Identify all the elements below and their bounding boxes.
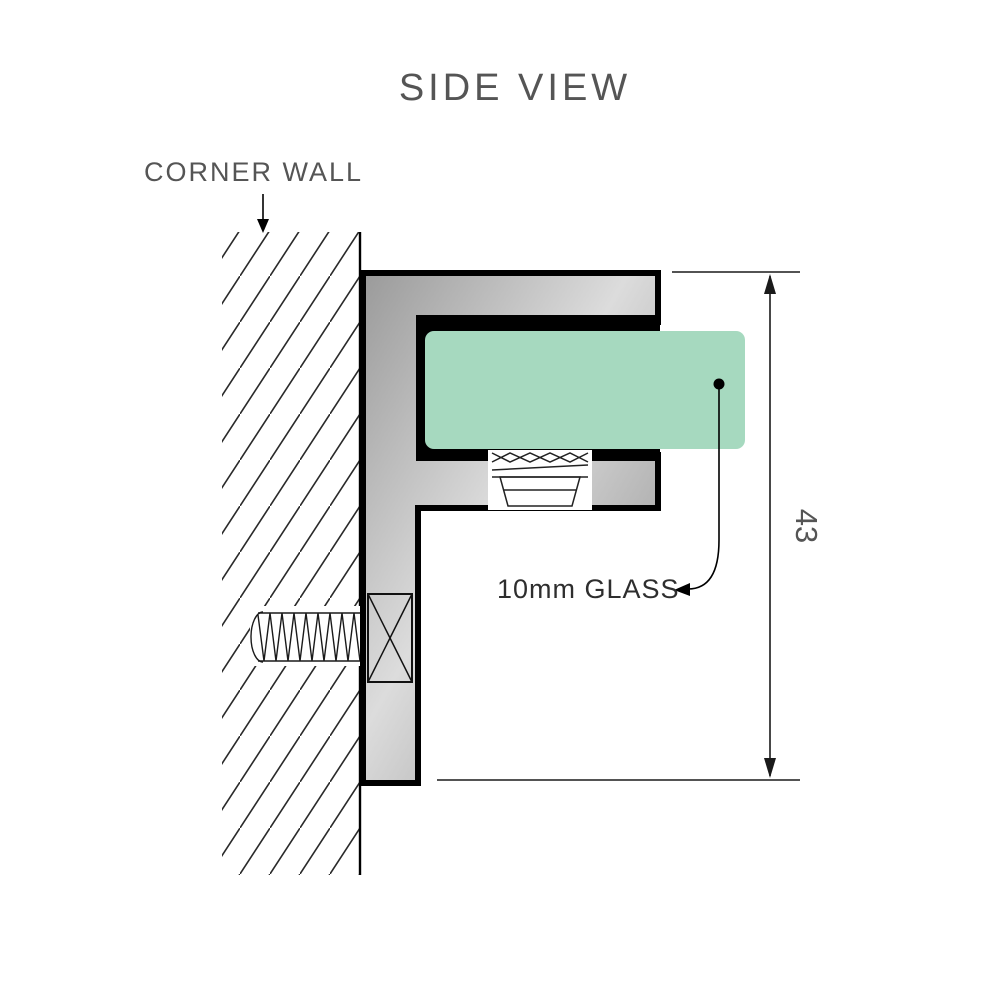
screw-insert-body <box>367 593 413 683</box>
left-arrowhead-icon <box>674 583 690 596</box>
screw-insert-cross-2 <box>367 593 413 683</box>
page-title: SIDE VIEW <box>399 67 631 109</box>
gasket-cup <box>499 476 581 507</box>
glass-label: 10mm GLASS <box>497 574 680 604</box>
gasket <box>491 452 589 507</box>
gasket-spring-line-2 <box>491 452 589 463</box>
screw <box>250 606 368 666</box>
screw-insert <box>367 593 413 683</box>
wall-hatching <box>222 232 360 875</box>
dimension-value: 43 <box>789 509 824 543</box>
glass-panel <box>425 331 745 449</box>
screw-tip <box>250 611 264 663</box>
gasket-washer-line <box>491 464 589 471</box>
dimension-arrowhead-top <box>764 274 776 294</box>
dimension-43: 43 <box>437 271 824 781</box>
down-arrowhead-icon <box>257 219 269 233</box>
glass-leader-line <box>687 384 720 590</box>
glass-callout: 10mm GLASS <box>497 378 725 604</box>
corner-wall-label: CORNER WALL <box>144 157 363 187</box>
dimension-arrowhead-bottom <box>764 758 776 778</box>
corner-wall-callout: CORNER WALL <box>144 157 363 233</box>
